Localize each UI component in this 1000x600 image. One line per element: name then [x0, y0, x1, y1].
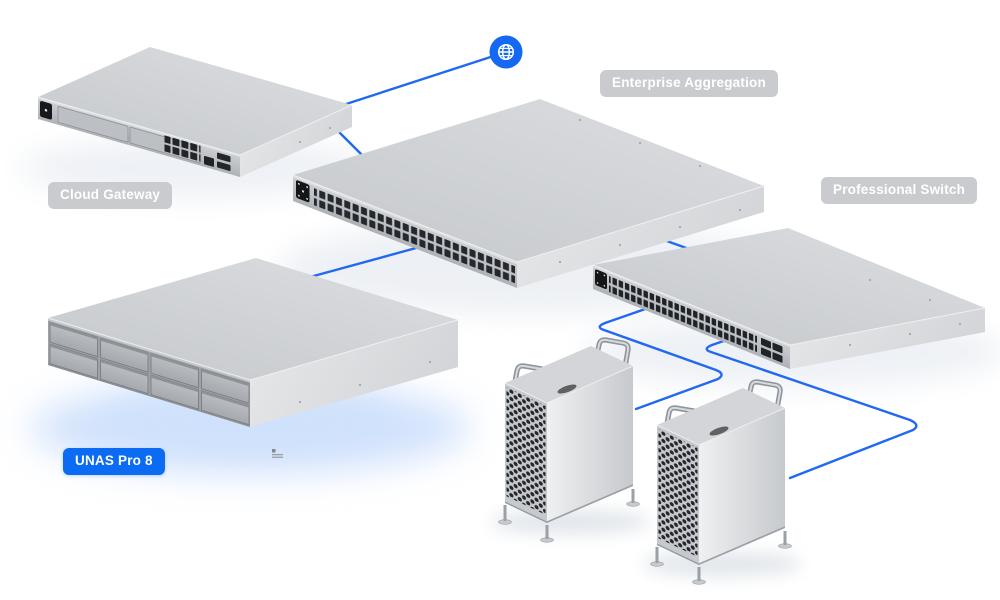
- gateway-sfp-port: [217, 161, 231, 172]
- globe-icon: [497, 43, 515, 61]
- pro-switch-edge-highlight: [592, 264, 986, 346]
- wire-internet-to-gateway: [338, 50, 508, 108]
- pro-switch-screw-dots: [848, 278, 962, 347]
- drive-bay: [57, 106, 129, 143]
- pro-switch-rj45-port-bank: [609, 271, 757, 356]
- tower-side-panel: [547, 365, 633, 523]
- unas-drive-bays: [49, 322, 250, 426]
- unas-side-face: [250, 320, 458, 427]
- aggregation-top-face: [293, 99, 764, 262]
- aggregation-edge-highlight: [292, 174, 765, 263]
- pro-switch-display-dots: [596, 271, 606, 287]
- screw-dot: [329, 127, 331, 129]
- tower-side-face: [547, 365, 633, 523]
- drive-bay: [100, 337, 149, 373]
- label-professional-switch: Professional Switch: [821, 177, 978, 204]
- tower-lattice: [506, 387, 546, 515]
- workstation-tower-1: [498, 337, 640, 543]
- device-cloud-gateway: [37, 47, 353, 177]
- unas-screw-dots: [298, 360, 432, 404]
- drive-bay: [100, 359, 149, 395]
- device-professional-switch: [592, 228, 986, 369]
- unas-front-face: [48, 318, 250, 427]
- aggregation-side-face: [517, 186, 764, 288]
- aggregation-screw-dots: [558, 118, 742, 264]
- shadow-tower-1: [490, 509, 650, 535]
- tower-top-face: [505, 346, 633, 403]
- label-enterprise-aggregation: Enterprise Aggregation: [600, 70, 778, 97]
- tower-front-lattice-panel: [505, 383, 547, 523]
- pro-switch-sfp-ports: [761, 337, 783, 363]
- wire-switch-to-tower-1: [598, 305, 723, 411]
- pro-switch-lcm-display: [595, 269, 607, 290]
- device-enterprise-aggregation: [292, 99, 765, 289]
- pro-switch-side-face: [790, 308, 985, 369]
- wire-switch-to-tower-2: [705, 333, 918, 480]
- aggregation-display-dots: [298, 182, 309, 200]
- gateway-rj45-port: [204, 155, 214, 167]
- label-unas-pro-8[interactable]: UNAS Pro 8: [63, 448, 165, 475]
- internet-node: [489, 35, 523, 69]
- gateway-edge-highlight: [37, 96, 353, 156]
- unas-front-bevel: [48, 318, 250, 383]
- unas-side-logo: [272, 449, 283, 458]
- shadow-tower-2: [642, 551, 802, 577]
- tower-edge-highlight: [504, 365, 634, 404]
- gateway-sfp-port: [217, 152, 231, 163]
- screw-dot: [299, 141, 301, 143]
- gateway-top-face: [38, 47, 352, 155]
- drive-bay: [150, 353, 199, 389]
- label-cloud-gateway: Cloud Gateway: [48, 182, 173, 209]
- device-unas-pro-8: [47, 258, 459, 458]
- aggregation-front-panel: [293, 175, 517, 289]
- aggregation-sfp-port-bank: [314, 183, 515, 288]
- drive-bay: [150, 374, 199, 410]
- gateway-side-face: [240, 105, 352, 177]
- unas-front-panel: [48, 318, 250, 427]
- unas-front-bottom-edge: [48, 363, 250, 427]
- unas-bay-grooves: [50, 322, 249, 408]
- unas-edge-highlight: [47, 317, 459, 381]
- tower-feet: [498, 489, 640, 543]
- gateway-display-dot: [44, 108, 48, 112]
- tower-top-vent-hole: [557, 384, 577, 394]
- pro-switch-top-face: [593, 228, 985, 345]
